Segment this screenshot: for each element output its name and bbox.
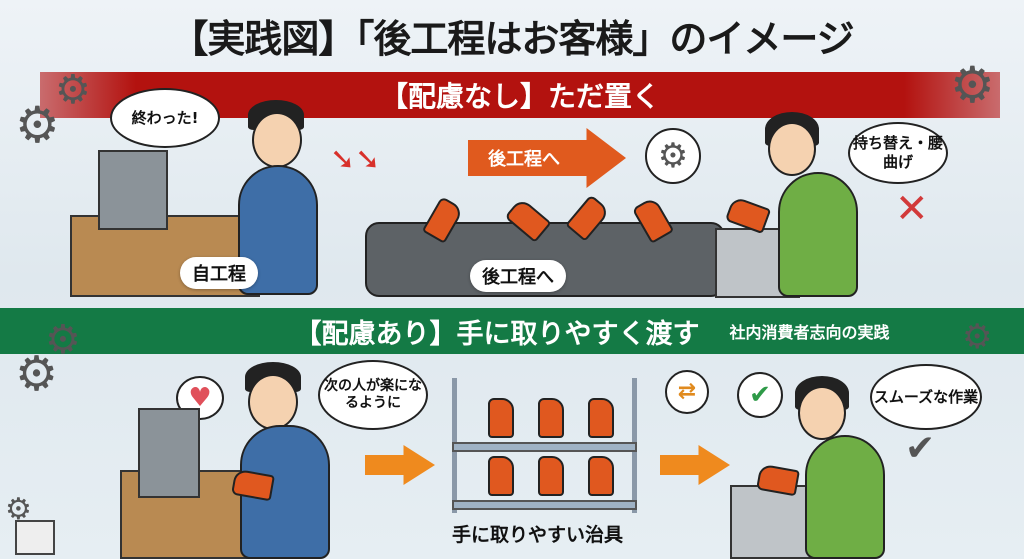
drill-icon bbox=[488, 398, 514, 438]
speech-bubble-awkward: 持ち替え・腰曲げ bbox=[848, 122, 948, 184]
worker-head bbox=[252, 112, 302, 168]
worker-body bbox=[238, 165, 318, 295]
speech-bubble-smooth: スムーズな作業 bbox=[870, 364, 982, 430]
machine bbox=[98, 150, 168, 230]
drill-icon bbox=[588, 398, 614, 438]
drill-icon bbox=[538, 398, 564, 438]
speech-bubble-finished: 終わった! bbox=[110, 88, 220, 148]
check-bubble-icon: ✔ bbox=[737, 372, 783, 418]
machine bbox=[138, 408, 200, 498]
throw-arrows-icon: ➘➘ bbox=[330, 142, 381, 177]
drill-icon bbox=[538, 456, 564, 496]
receiver-body bbox=[805, 435, 885, 559]
conveyor-label: 後工程へ bbox=[470, 260, 566, 292]
banner-title: 【配慮あり】手に取りやすく渡す bbox=[294, 318, 700, 350]
gear-bubble-icon: ⚙ bbox=[645, 128, 701, 184]
gear-icon: ⚙ bbox=[15, 96, 60, 154]
check-mark-icon: ✔ bbox=[905, 428, 936, 469]
gear-icon: ⚙ bbox=[962, 317, 993, 357]
receiver-head bbox=[798, 386, 846, 440]
receiver-body bbox=[778, 172, 858, 297]
gear-icon: ⚙ bbox=[55, 67, 91, 113]
shelf-board bbox=[452, 500, 637, 510]
banner-subtitle: 社内消費者志向の実践 bbox=[729, 323, 890, 342]
arrow-label: 後工程へ bbox=[488, 149, 560, 170]
swap-bubble-icon: ⇄ bbox=[665, 370, 709, 414]
gear-icon: ⚙ bbox=[5, 492, 32, 527]
drill-icon bbox=[588, 456, 614, 496]
gear-icon: ⚙ bbox=[45, 317, 81, 363]
orange-arrow-icon bbox=[365, 445, 435, 485]
drill-icon bbox=[488, 456, 514, 496]
gear-icon: ⚙ bbox=[950, 56, 995, 114]
heart-bubble-icon: ♥ bbox=[176, 376, 224, 420]
with-consideration-banner: 【配慮あり】手に取りやすく渡す 社内消費者志向の実践 bbox=[0, 308, 1024, 354]
speech-bubble-next-person: 次の人が楽になるように bbox=[318, 360, 428, 430]
page-title: 【実践図】「後工程はお客様」のイメージ bbox=[170, 17, 854, 61]
jig-label: 手に取りやすい治具 bbox=[452, 524, 624, 546]
to-next-process-arrow: 後工程へ bbox=[468, 128, 626, 188]
receiver-head bbox=[768, 122, 816, 176]
worker-head bbox=[248, 374, 298, 430]
shelf-board bbox=[452, 442, 637, 452]
gear-icon: ⚙ bbox=[15, 346, 59, 402]
x-mark-icon: ✕ bbox=[895, 186, 929, 232]
own-process-label: 自工程 bbox=[180, 257, 258, 289]
orange-arrow-icon bbox=[660, 445, 730, 485]
factory-icon bbox=[15, 520, 55, 555]
